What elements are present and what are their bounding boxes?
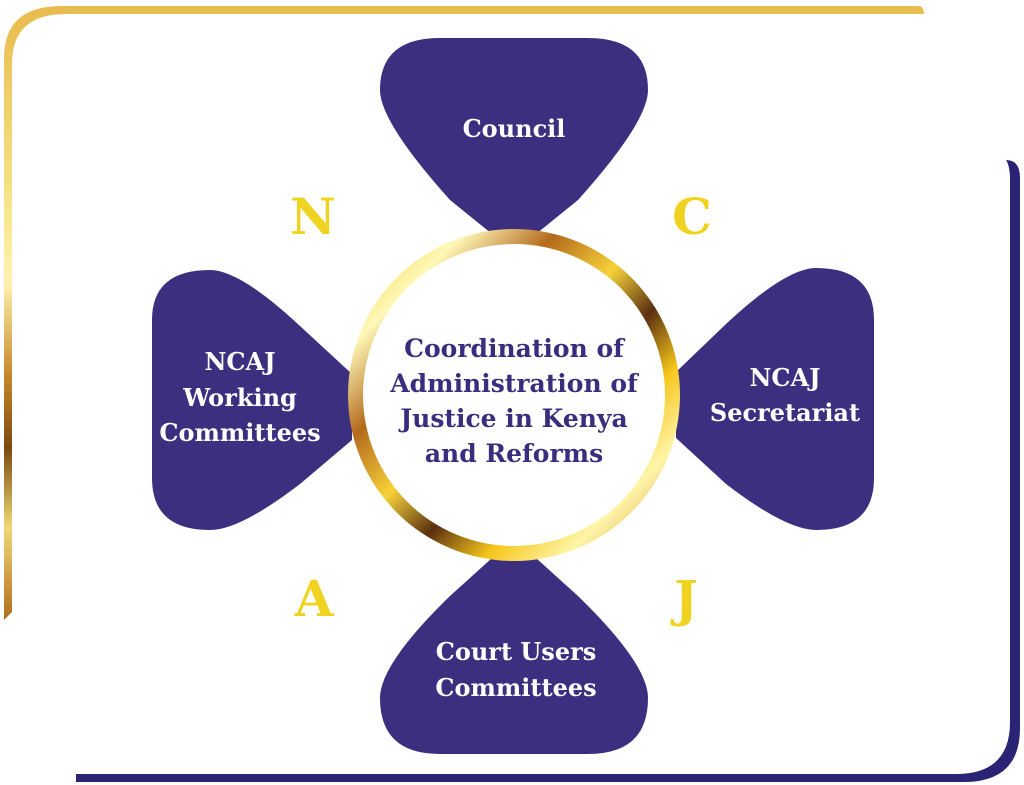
letter-c: C: [672, 187, 712, 246]
letter-n: N: [290, 187, 336, 246]
petal-bottom: [380, 558, 648, 754]
petal-top: [380, 38, 648, 234]
petal-left-label-2: Working: [182, 383, 297, 412]
letter-j: J: [670, 569, 698, 628]
center-line-1: Coordination of: [404, 334, 626, 363]
petal-left-label-3: Committees: [159, 418, 320, 447]
center-disc: [363, 244, 665, 546]
petal-right-label-1: NCAJ: [749, 363, 820, 392]
petal-bottom-label-1: Court Users: [436, 637, 597, 666]
letter-a: A: [294, 569, 335, 628]
petal-top-label: Council: [463, 114, 566, 143]
center-line-2: Administration of: [389, 369, 640, 398]
petal-left-label-1: NCAJ: [204, 347, 275, 376]
petal-right-label-2: Secretariat: [710, 398, 860, 427]
petal-bottom-label-2: Committees: [435, 673, 596, 702]
center-line-3: Justice in Kenya: [398, 404, 627, 433]
petal-left: [152, 270, 352, 530]
center-line-4: and Reforms: [425, 439, 603, 468]
petal-right: [676, 268, 874, 530]
center-title: Coordination of Administration of Justic…: [389, 334, 640, 468]
